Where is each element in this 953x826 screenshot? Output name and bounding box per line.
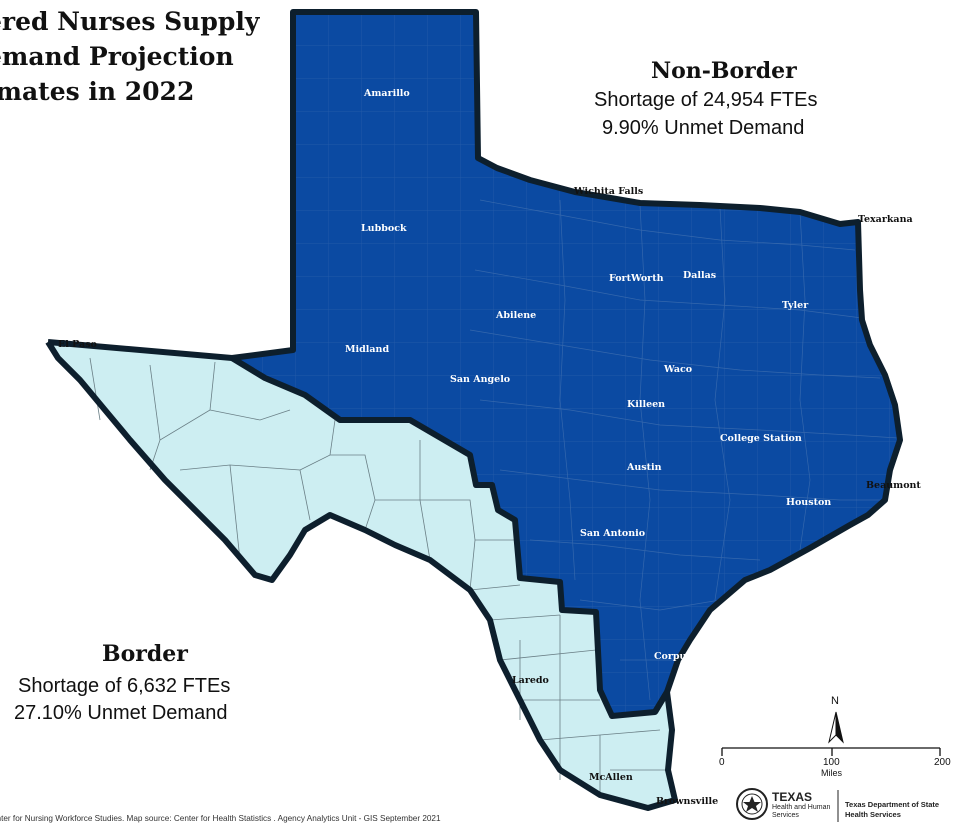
title-line-2: emand Projection (0, 42, 234, 71)
city-label-houston: Houston (786, 497, 832, 508)
border-shortage: Shortage of 6,632 FTEs (18, 675, 231, 697)
hhs-logo-title: TEXAS (772, 790, 813, 804)
texas-seal-icon (736, 788, 768, 820)
city-label-laredo: Laredo (512, 675, 549, 686)
city-label-lubbock: Lubbock (361, 223, 407, 234)
border-outline (45, 339, 678, 811)
city-label-amarillo: Amarillo (364, 88, 410, 99)
source-footer: enter for Nursing Workforce Studies. Map… (0, 814, 441, 823)
border-unmet-demand: 27.10% Unmet Demand (14, 702, 228, 724)
city-label-fort-worth: FortWorth (609, 273, 664, 284)
city-label-waco: Waco (664, 364, 693, 375)
non-border-outline (229, 9, 903, 719)
city-label-wichita-falls: Wichita Falls (574, 186, 644, 197)
dshs-logo-line1: Texas Department of State (845, 800, 940, 809)
non-border-heading: Non-Border (651, 58, 797, 84)
city-label-el-paso: El Paso (58, 339, 97, 350)
city-label-san-antonio: San Antonio (580, 528, 646, 539)
non-border-region (232, 12, 900, 716)
map-title: ered Nurses Supply emand Projection imat… (0, 4, 259, 109)
scale-bar (721, 747, 941, 756)
city-label-texarkana: Texarkana (858, 214, 913, 225)
city-label-san-angelo: San Angelo (450, 374, 511, 385)
city-label-midland: Midland (345, 344, 390, 355)
scale-label-mid: 100 (823, 757, 840, 768)
hhs-logo-sub1: Health and Human (772, 804, 831, 811)
non-border-unmet-demand: 9.90% Unmet Demand (602, 117, 805, 139)
city-label-dallas: Dallas (683, 270, 717, 281)
title-line-3: imates in 2022 (0, 77, 195, 106)
city-label-austin: Austin (627, 462, 662, 473)
title-line-1: ered Nurses Supply (0, 7, 260, 36)
city-label-killeen: Killeen (627, 399, 666, 410)
city-label-brownsville: Brownsville (656, 796, 719, 807)
city-label-college-station: College Station (720, 433, 802, 444)
scale-unit-label: Miles (821, 768, 843, 778)
city-label-tyler: Tyler (782, 300, 809, 311)
non-border-shortage: Shortage of 24,954 FTEs (594, 89, 818, 111)
city-label-abilene: Abilene (496, 310, 537, 321)
north-arrow-icon (828, 711, 844, 744)
hhs-logo-sub2: Services (772, 812, 799, 819)
city-label-corpus-christi: Corpus Christi (654, 651, 732, 662)
border-heading: Border (102, 641, 188, 667)
dshs-logo-line2: Health Services (845, 810, 901, 819)
scale-label-end: 200 (934, 757, 951, 768)
city-label-beaumont: Beaumont (866, 480, 921, 491)
north-arrow-label: N (831, 695, 839, 707)
scale-label-zero: 0 (719, 757, 725, 768)
city-label-mcallen: McAllen (589, 772, 633, 783)
